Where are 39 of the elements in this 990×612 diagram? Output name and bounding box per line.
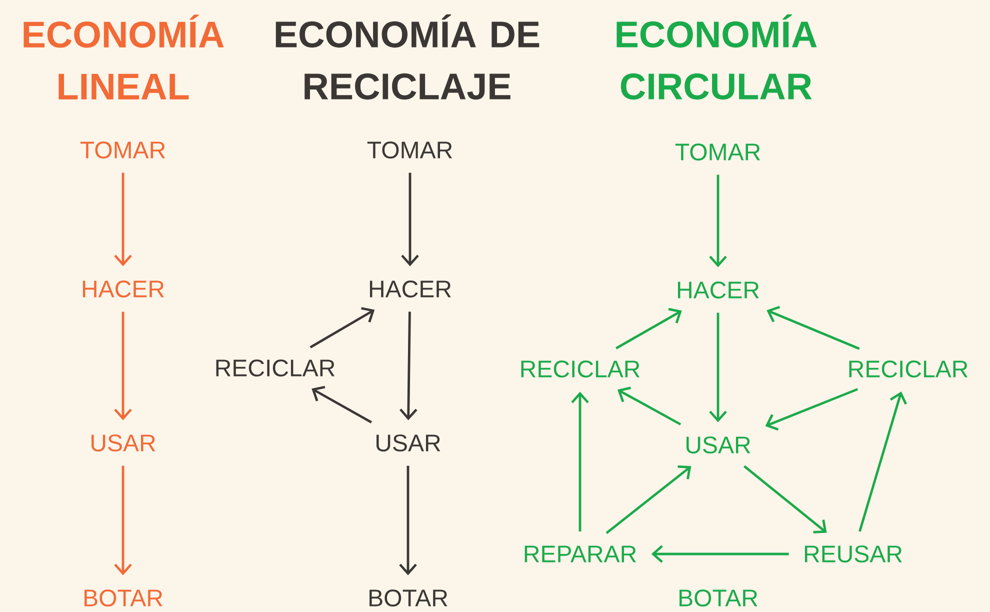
arrow	[114, 466, 132, 576]
step-label: USAR	[686, 436, 750, 454]
column-heading: ECONOMÍA DE RECICLAJE	[276, 14, 540, 100]
arrow	[766, 306, 860, 350]
arrow	[709, 174, 727, 268]
step-label: TOMAR	[367, 142, 452, 158]
arrow	[651, 545, 789, 563]
step-label: RECICLAR	[849, 360, 968, 378]
arrow	[571, 392, 589, 532]
arrow	[401, 172, 419, 266]
step-label: BOTAR	[370, 590, 448, 606]
step-label: TOMAR	[80, 142, 166, 158]
arrow	[616, 308, 682, 350]
step-label: RECICLAR	[216, 360, 335, 376]
arrow	[709, 312, 727, 422]
arrow	[744, 465, 827, 534]
arrow	[114, 172, 132, 266]
step-label: BOTAR	[680, 590, 758, 606]
column-heading: ECONOMÍA LINEAL	[24, 14, 224, 100]
arrow	[858, 392, 907, 532]
step-label: USAR	[92, 434, 156, 452]
step-label: HACER	[370, 280, 451, 298]
arrow	[312, 386, 372, 424]
step-label: BOTAR	[84, 590, 162, 606]
column-heading: ECONOMÍA CIRCULAR	[616, 14, 817, 100]
step-label: RECICLAR	[521, 360, 640, 378]
arrow	[400, 312, 418, 420]
step-label: HACER	[678, 282, 759, 298]
arrow	[399, 466, 417, 576]
step-label: REPARAR	[524, 546, 636, 562]
step-label: USAR	[376, 434, 440, 452]
arrow	[114, 312, 132, 420]
arrow	[617, 386, 682, 426]
arrow	[606, 465, 692, 534]
arrow	[310, 307, 375, 348]
step-label: REUSAR	[804, 546, 902, 562]
arrow	[765, 388, 858, 431]
step-label: TOMAR	[675, 144, 760, 160]
step-label: HACER	[82, 280, 164, 298]
